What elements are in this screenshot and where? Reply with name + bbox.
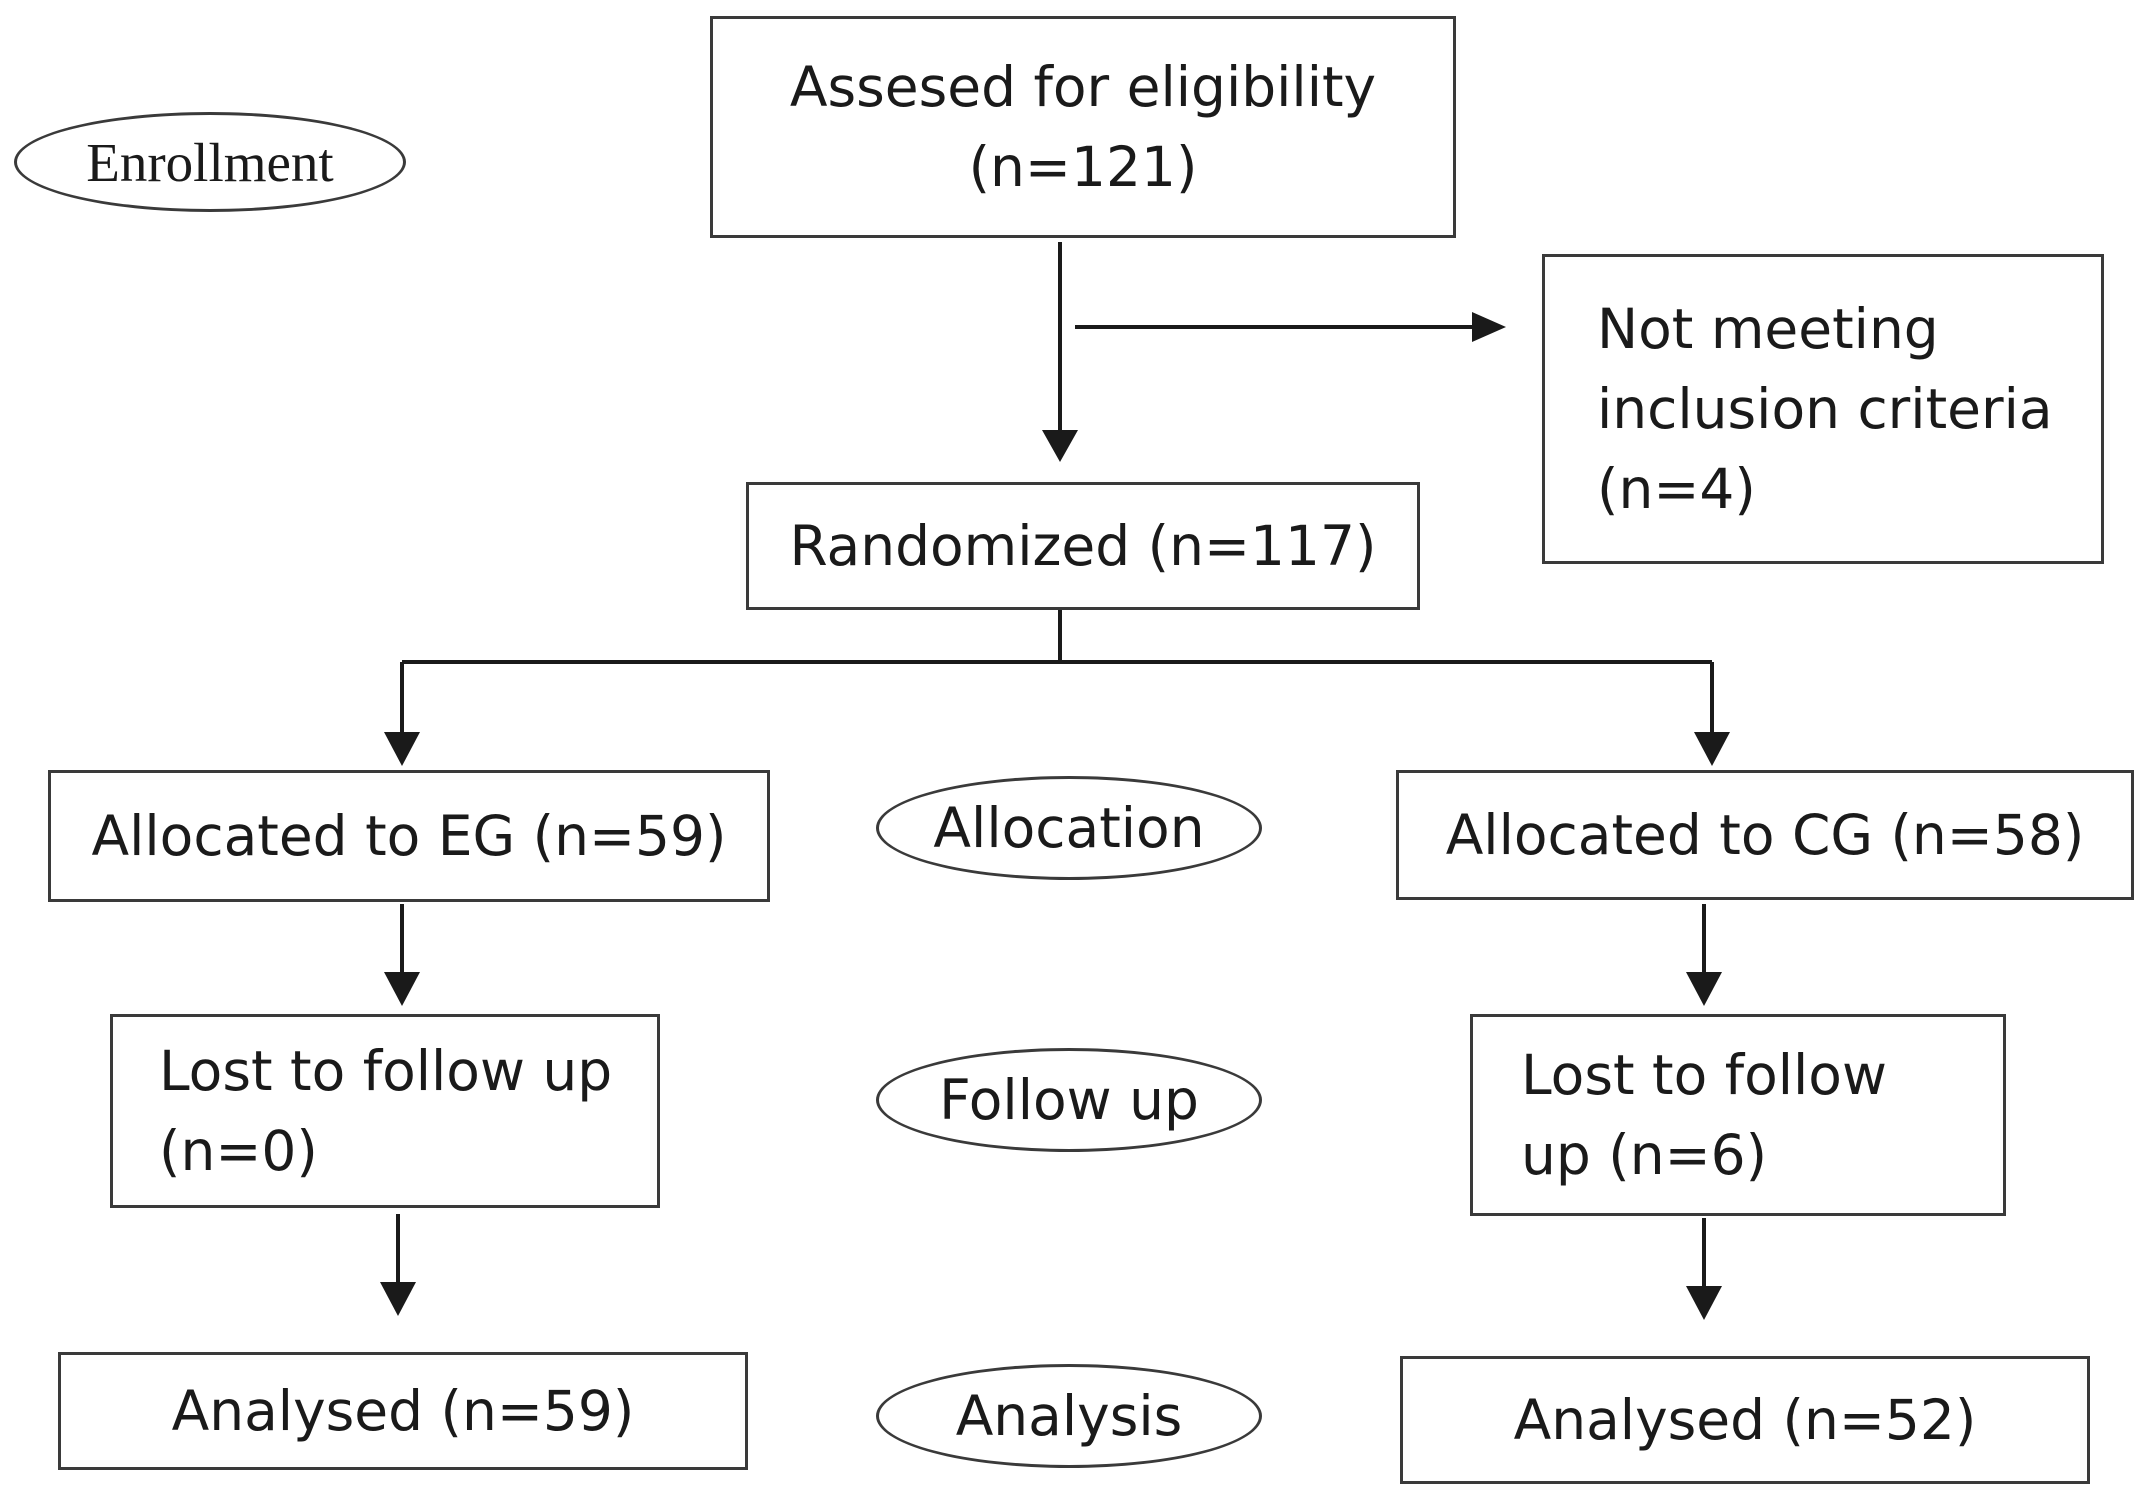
- arrowhead-eg-analysed: [380, 1282, 416, 1316]
- lost-eg-count: (n=0): [159, 1119, 318, 1183]
- stage-follow-up-label: Follow up: [939, 1068, 1199, 1132]
- box-assessed-for-eligibility: Assesed for eligibility (n=121): [710, 16, 1456, 238]
- lost-cg-line2: up (n=6): [1521, 1123, 1768, 1187]
- assessed-line1: Assesed for eligibility: [789, 55, 1377, 119]
- box-lost-follow-up-cg: Lost to follow up (n=6): [1470, 1014, 2006, 1216]
- box-lost-follow-up-eg: Lost to follow up (n=0): [110, 1014, 660, 1208]
- box-randomized: Randomized (n=117): [746, 482, 1420, 610]
- assessed-count: (n=121): [968, 135, 1198, 199]
- excluded-count: (n=4): [1597, 457, 1756, 521]
- excluded-line1: Not meeting: [1597, 297, 1939, 361]
- stage-analysis: Analysis: [876, 1364, 1262, 1468]
- box-analysed-eg: Analysed (n=59): [58, 1352, 748, 1470]
- arrowhead-randomized: [1042, 430, 1078, 462]
- stage-allocation: Allocation: [876, 776, 1262, 880]
- arrowhead-cg-lost: [1686, 972, 1722, 1006]
- stage-analysis-label: Analysis: [955, 1384, 1183, 1448]
- stage-allocation-label: Allocation: [933, 796, 1205, 860]
- stage-enrollment: Enrollment: [14, 112, 406, 212]
- box-allocated-cg: Allocated to CG (n=58): [1396, 770, 2134, 900]
- stage-enrollment-label: Enrollment: [86, 131, 334, 193]
- lost-cg-line1: Lost to follow: [1521, 1043, 1887, 1107]
- box-allocated-eg: Allocated to EG (n=59): [48, 770, 770, 902]
- excluded-line2: inclusion criteria: [1597, 377, 2053, 441]
- arrowhead-eg-lost: [384, 972, 420, 1006]
- arrowhead-eg: [384, 732, 420, 766]
- stage-follow-up: Follow up: [876, 1048, 1262, 1152]
- analysed-cg-label: Analysed (n=52): [1513, 1388, 1977, 1452]
- randomized-label: Randomized (n=117): [789, 514, 1377, 578]
- analysed-eg-label: Analysed (n=59): [171, 1379, 635, 1443]
- lost-eg-line1: Lost to follow up: [159, 1039, 613, 1103]
- allocated-eg-label: Allocated to EG (n=59): [91, 804, 727, 868]
- box-analysed-cg: Analysed (n=52): [1400, 1356, 2090, 1484]
- box-not-meeting-criteria: Not meeting inclusion criteria (n=4): [1542, 254, 2104, 564]
- arrowhead-cg: [1694, 732, 1730, 766]
- allocated-cg-label: Allocated to CG (n=58): [1445, 803, 2085, 867]
- arrowhead-cg-analysed: [1686, 1286, 1722, 1320]
- arrowhead-excluded: [1472, 312, 1506, 342]
